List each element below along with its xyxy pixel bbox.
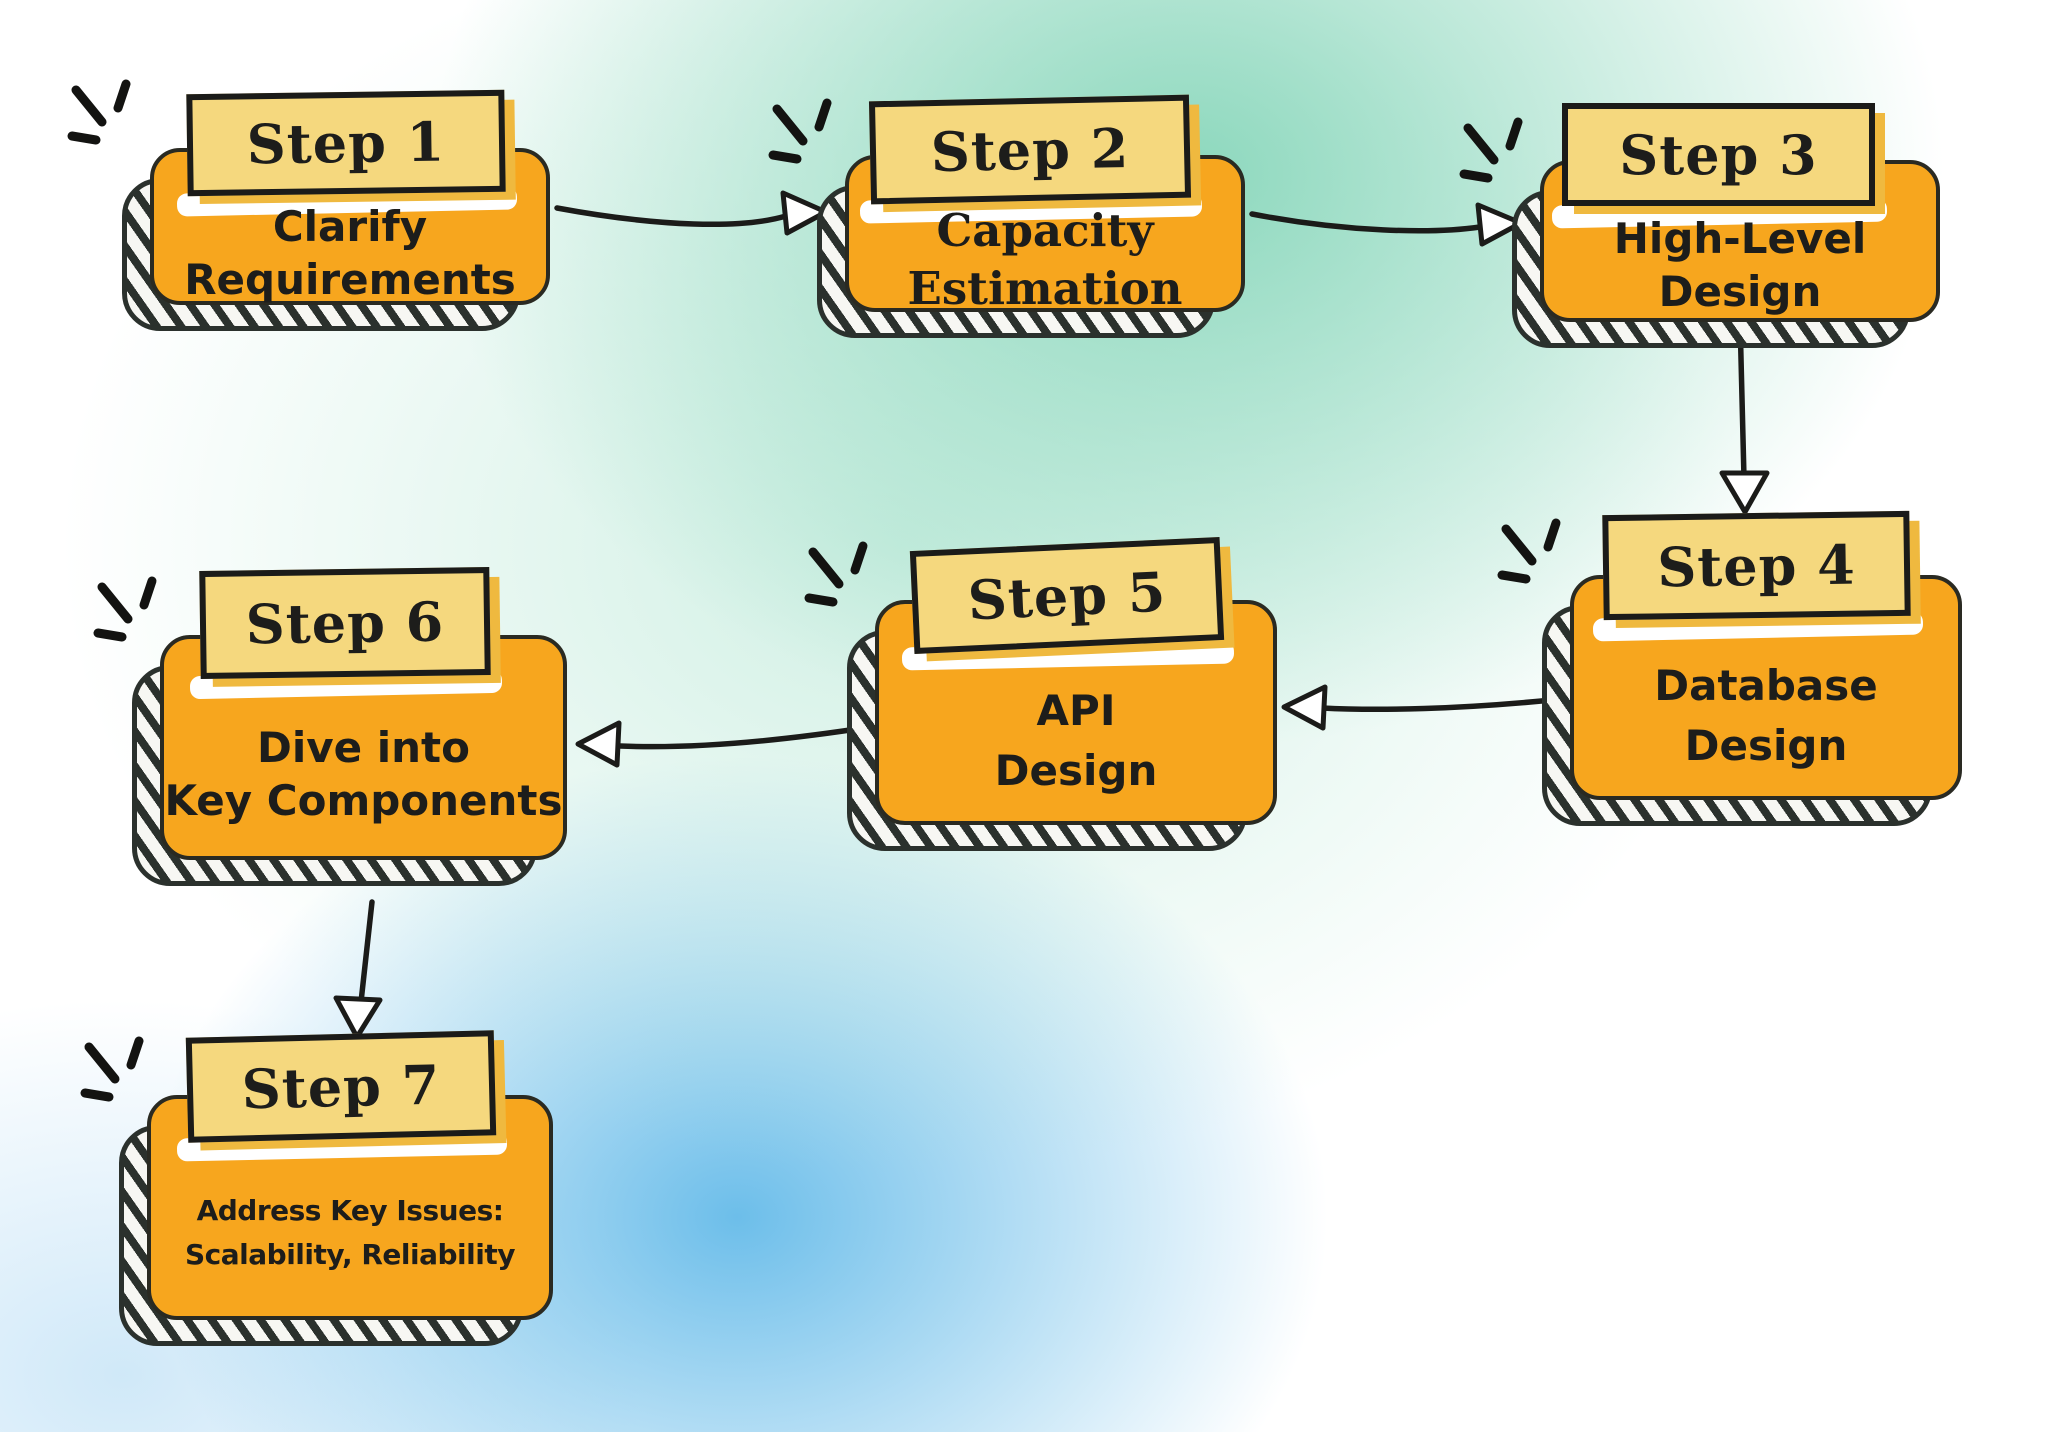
step-5-title-line: API xyxy=(1036,685,1116,735)
step-7-title-line: Address Key Issues: xyxy=(196,1193,504,1227)
arrow-step-4-to-5 xyxy=(1281,684,1555,731)
step-3-node: High-Level Design Step 3 xyxy=(1459,103,1940,348)
step-5-node: API Design Step 5 xyxy=(804,537,1277,851)
step-6-badge: Step 6 xyxy=(199,566,491,680)
step-4-node: Database Design Step 4 xyxy=(1497,510,1962,826)
sparkle-icon xyxy=(1459,117,1523,183)
step-6-title-line: Dive into xyxy=(257,722,470,772)
step-1-title-line: Requirements xyxy=(184,254,516,304)
step-5-badge: Step 5 xyxy=(909,537,1225,654)
step-2-title-line: Estimation xyxy=(907,261,1183,315)
step-7-title-line: Scalability, Reliability xyxy=(185,1237,515,1271)
step-4-title-line: Design xyxy=(1684,720,1848,770)
sparkle-icon xyxy=(93,576,157,642)
step-3-title-line: Design xyxy=(1658,267,1822,316)
sparkle-icon xyxy=(768,98,832,164)
step-4-title-line: Database xyxy=(1654,660,1878,710)
step-2-badge: Step 2 xyxy=(868,94,1192,205)
step-1-badge: Step 1 xyxy=(186,89,506,197)
step-5-title-line: Design xyxy=(994,745,1158,795)
step-2-title-line: Capacity xyxy=(936,203,1154,257)
arrow-step-6-to-7 xyxy=(333,899,383,1040)
step-7-node: Address Key Issues: Scalability, Reliabi… xyxy=(80,1030,553,1346)
step-7-badge: Step 7 xyxy=(185,1030,497,1143)
step-4-badge: Step 4 xyxy=(1602,510,1911,621)
step-3-title-line: High-Level xyxy=(1613,214,1867,263)
step-1-title-line: Clarify xyxy=(272,201,428,251)
sparkle-icon xyxy=(804,541,868,607)
arrow-step-1-to-2 xyxy=(554,190,829,236)
sparkle-icon xyxy=(80,1036,144,1102)
step-6-title-line: Key Components xyxy=(164,775,563,825)
step-1-node: Clarify Requirements Step 1 xyxy=(67,79,550,331)
step-3-badge: Step 3 xyxy=(1562,103,1875,206)
step-2-node: Capacity Estimation Step 2 xyxy=(768,94,1245,338)
sparkle-icon xyxy=(1497,518,1561,584)
sparkle-icon xyxy=(67,79,131,145)
arrow-step-2-to-3 xyxy=(1249,202,1524,247)
step-6-node: Dive into Key Components Step 6 xyxy=(93,566,567,886)
arrow-step-5-to-6 xyxy=(575,720,873,768)
